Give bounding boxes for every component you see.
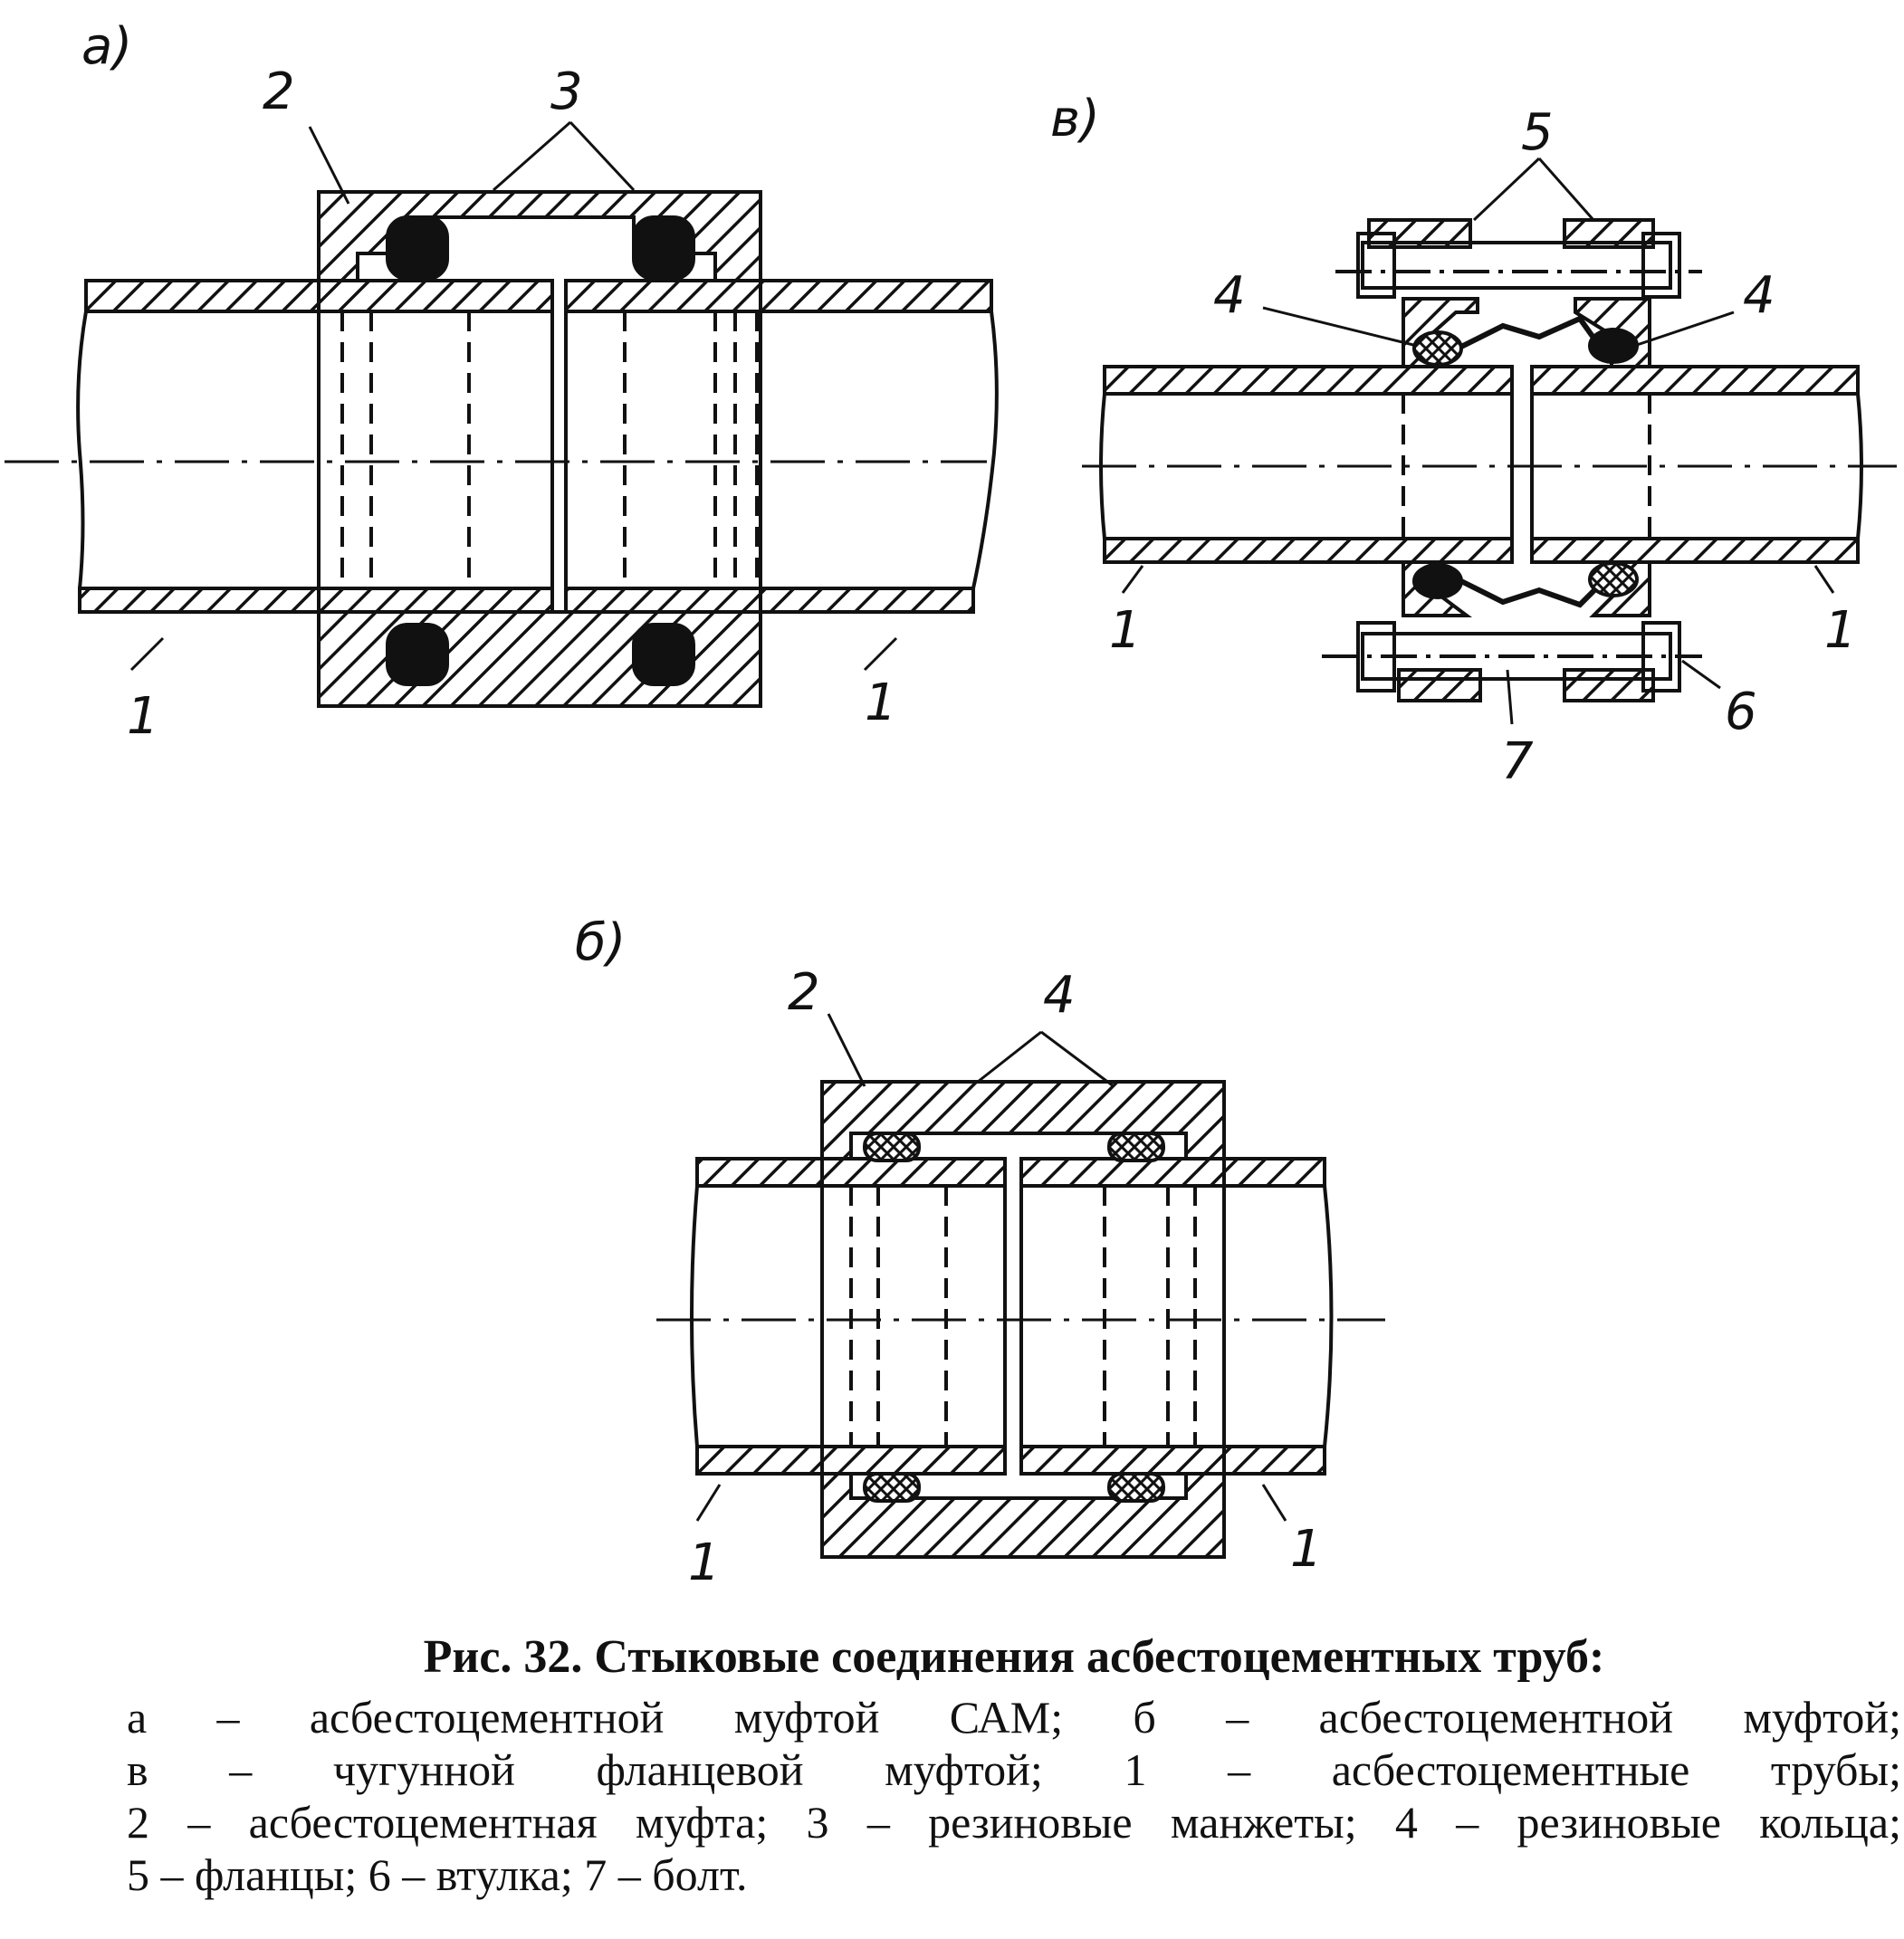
panel-v-sleeve bbox=[1447, 315, 1601, 356]
panel-a-label-coupling: 2 bbox=[263, 62, 295, 121]
caption-line: 5 – фланцы; 6 – втулка; 7 – болт. bbox=[127, 1849, 748, 1900]
panel-a-hidden-lines bbox=[317, 311, 759, 588]
panel-v-label-bolt: 7 bbox=[1501, 732, 1534, 791]
panel-a-letter: а) bbox=[81, 17, 132, 76]
panel-v-label-pipe-right: 1 bbox=[1824, 601, 1857, 660]
panel-b-rubber-rings bbox=[863, 1132, 1165, 1503]
panel-a-pipe-right bbox=[550, 279, 999, 614]
panel-v-label-ring-left: 4 bbox=[1213, 266, 1246, 325]
caption-title: Рис. 32. Стыковые соединения асбестоцеме… bbox=[423, 1631, 1605, 1683]
panel-v-label-flanges: 5 bbox=[1521, 103, 1554, 162]
panel-b-label-coupling: 2 bbox=[788, 963, 820, 1022]
panel-v-bolts bbox=[1322, 232, 1702, 692]
panel-b-label-pipe-right: 1 bbox=[1290, 1520, 1323, 1579]
panel-v-label-ring-right: 4 bbox=[1743, 266, 1775, 325]
panel-a-label-pipe-right: 1 bbox=[865, 673, 897, 732]
panel-b-label-rings: 4 bbox=[1043, 966, 1076, 1025]
panel-b-leaders bbox=[695, 1013, 1287, 1522]
panel-v-label-pipe-left: 1 bbox=[1109, 601, 1142, 660]
panel-v-leaders bbox=[1121, 157, 1835, 725]
panel-b-letter: б) bbox=[575, 913, 626, 972]
caption-line: а – асбестоцементной муфтой САМ; б – асб… bbox=[127, 1692, 1901, 1743]
panel-b-drawing bbox=[656, 1013, 1385, 1559]
caption-line: в – чугунной фланцевой муфтой; 1 – асбес… bbox=[127, 1744, 1901, 1795]
panel-a-leaders bbox=[129, 120, 898, 672]
panel-v-label-sleeve: 6 bbox=[1725, 683, 1757, 741]
figure-caption: Рис. 32. Стыковые соединения асбестоцеме… bbox=[127, 1629, 1901, 1901]
panel-b-coupling bbox=[820, 1080, 1226, 1559]
panel-v-pipe-left bbox=[1099, 365, 1514, 564]
panel-v-letter: в) bbox=[1050, 90, 1100, 148]
panel-a-label-pipe-left: 1 bbox=[127, 687, 159, 746]
panel-v-sleeve-bottom bbox=[1456, 577, 1603, 608]
caption-line: 2 – асбестоцементная муфта; 3 – резиновы… bbox=[127, 1797, 1901, 1848]
panel-b-pipe-right bbox=[1019, 1157, 1334, 1476]
panel-v-drawing bbox=[1082, 157, 1897, 725]
panel-b-label-pipe-left: 1 bbox=[688, 1533, 721, 1592]
panel-v-pipe-right bbox=[1530, 365, 1863, 564]
joint-drawings: а) 2 3 1 1 в) 5 4 4 1 1 6 7 б) 2 4 1 1 bbox=[5, 17, 1897, 1592]
panel-b-hidden-lines bbox=[820, 1186, 1197, 1447]
panel-a-drawing bbox=[5, 120, 999, 708]
panel-b-pipe-left bbox=[690, 1157, 1007, 1476]
panel-a-coupling bbox=[317, 190, 762, 708]
panel-a-rubber-cuffs bbox=[386, 215, 695, 686]
panel-v-hidden-lines bbox=[1402, 394, 1651, 539]
panel-a-label-cuffs: 3 bbox=[550, 62, 583, 121]
panel-a-pipe-left bbox=[76, 279, 554, 614]
panel-v-rubber-rings bbox=[1412, 328, 1639, 599]
